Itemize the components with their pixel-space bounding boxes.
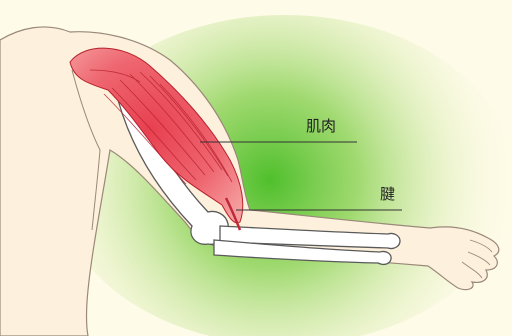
muscle-label: 肌肉	[306, 119, 336, 134]
tendon-label: 腱	[380, 187, 395, 202]
